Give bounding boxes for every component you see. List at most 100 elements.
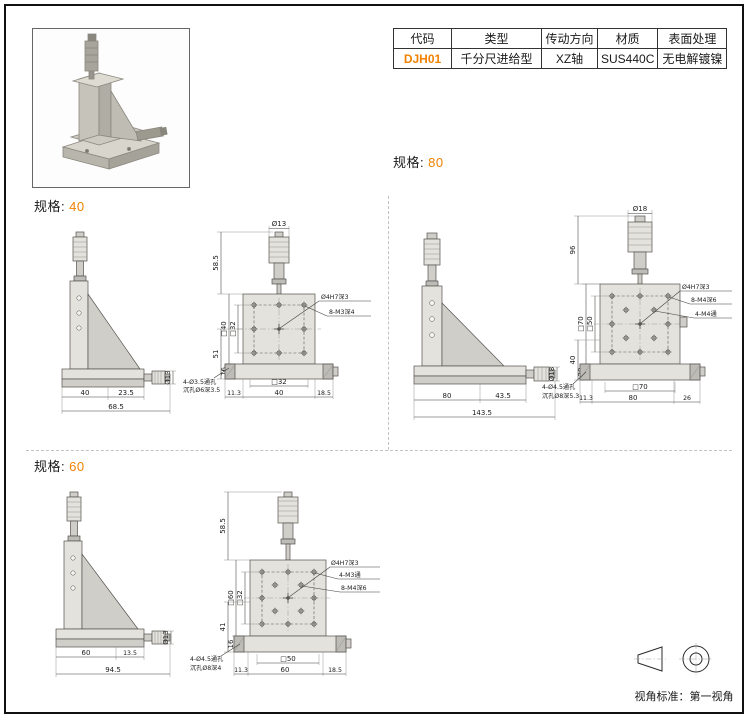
hole-callout: Ø4H7深3	[321, 293, 349, 301]
spec-table-data-row: DJH01 千分尺进给型 XZ轴 SUS440C 无电解镀镍	[393, 48, 728, 69]
dims-bottom: 60 13.5 94.5	[55, 641, 171, 677]
counterbore-note: 4-Ø4.5通孔 沉孔Ø8深5.3	[542, 371, 587, 400]
dim-label: 58.5	[212, 255, 220, 271]
dim-label: 11.3	[227, 390, 241, 397]
horizontal-micrometer	[143, 370, 171, 385]
dim-micrometer-height: 58.5	[212, 231, 273, 295]
projection-symbols	[634, 643, 713, 675]
front-view-60-drawing: 58.5 Ø4H7深3 4-M3通 8-M4深6	[190, 491, 380, 676]
spec-table: 代码 类型 传动方向 材质 表面处理 DJH01 千分尺进给型 XZ轴 SUS4…	[393, 28, 728, 69]
dim-label: 13.5	[123, 650, 137, 657]
dim-micrometer-height: 58.5	[219, 491, 282, 561]
note-line-2: 沉孔Ø6深3.5	[183, 386, 220, 394]
note-line-2: 沉孔Ø8深5.3	[542, 392, 579, 400]
col-code: 代码	[393, 28, 452, 49]
base-stage	[55, 628, 145, 648]
note-line-2: 沉孔Ø8深4	[190, 664, 221, 672]
base-stage	[61, 368, 145, 388]
side-view-60-drawing: Ø13 60 13.5 94.5	[55, 491, 174, 677]
hole-callout: 8-M4深6	[341, 584, 367, 592]
vertical-plate	[69, 280, 89, 370]
hole-callout: 4-M4通	[695, 310, 717, 318]
front-view-40-drawing: Ø13 58.5	[183, 220, 371, 399]
photo-horizontal-micrometer	[135, 126, 168, 141]
spec-size-value: 80	[428, 155, 444, 170]
hole-callout: Ø4H7深3	[331, 559, 359, 567]
dim-label: 94.5	[105, 666, 121, 674]
first-angle-circles-icon	[679, 643, 713, 675]
base-rail	[233, 635, 352, 653]
dim-label: 43.5	[495, 392, 511, 400]
spec-size-value: 60	[69, 459, 85, 474]
dim-label: 11.3	[579, 395, 593, 402]
stage-body	[244, 559, 332, 637]
spec-label-text: 规格:	[34, 459, 66, 474]
col-direction: 传动方向	[541, 28, 598, 49]
spec-size-value: 40	[69, 199, 85, 214]
leader-through-holes: 4-M3通	[314, 571, 380, 580]
dim-label: 143.5	[472, 409, 492, 417]
leader-thread-holes: 8-M4深6	[668, 296, 732, 305]
dims-bottom: □50 11.3 60 18.5	[233, 652, 347, 676]
dim-label: 80	[443, 392, 452, 400]
side-view-40-drawing: Ø13 40 23.5 68.5	[61, 231, 176, 414]
side-view-80-drawing: Ø18 80 43.5 143.5	[413, 232, 560, 420]
vertical-micrometer	[277, 491, 299, 561]
dim-label: 41	[219, 623, 227, 632]
dims-bottom: 80 43.5 143.5	[413, 378, 556, 420]
vertical-plate	[421, 285, 443, 367]
counterbore-note: 4-Ø4.5通孔 沉孔Ø8深4	[190, 643, 241, 672]
leader-center-hole: Ø4H7深3	[288, 559, 380, 598]
vertical-micrometer	[268, 231, 290, 295]
dim-label: 60	[82, 649, 91, 657]
leader-center-hole: Ø4H7深3	[279, 293, 371, 329]
note-line-1: 4-Ø4.5通孔	[542, 383, 575, 391]
dim-label: 80	[629, 394, 638, 402]
dim-label: Ø13	[164, 370, 172, 384]
hole-callout: 8-M3深4	[329, 308, 355, 316]
dim-knob-diameter: Ø18	[548, 366, 560, 382]
dim-label: 40	[81, 389, 90, 397]
datasheet-page: 代码 类型 传动方向 材质 表面处理 DJH01 千分尺进给型 XZ轴 SUS4…	[4, 4, 744, 714]
dim-knob-diameter: Ø13	[164, 370, 176, 385]
spec-label-text: 规格:	[393, 155, 425, 170]
dim-top-diameter: Ø13	[268, 220, 290, 237]
dims-bottom: □32 11.3 40 18.5	[224, 378, 334, 399]
value-material: SUS440C	[596, 48, 659, 69]
col-type: 类型	[451, 28, 542, 49]
dim-label: □50	[280, 655, 296, 663]
base-rail	[224, 363, 339, 380]
dim-label: 23.5	[118, 389, 134, 397]
base-rail	[579, 363, 706, 381]
dim-label: Ø13	[272, 220, 286, 228]
dim-label: 96	[569, 245, 577, 254]
dim-label: Ø18	[633, 205, 647, 213]
section-label-80: 规格:80	[393, 152, 444, 171]
stage-body	[237, 293, 321, 365]
dim-label: 40	[569, 356, 577, 365]
dim-knob-diameter: Ø13	[162, 630, 174, 645]
leader-thread-holes: 8-M4深6	[301, 584, 380, 593]
dim-label: 18.5	[328, 667, 342, 674]
value-type: 千分尺进给型	[451, 48, 542, 69]
first-angle-cone-icon	[634, 646, 666, 672]
col-material: 材质	[596, 28, 659, 49]
product-photo-illustration	[61, 33, 168, 170]
dim-label: □32	[271, 378, 287, 386]
dim-label: □32	[236, 590, 244, 606]
dim-label: Ø13	[162, 630, 170, 644]
vertical-micrometer	[66, 491, 82, 542]
dim-label: 26	[683, 395, 691, 402]
vertical-micrometer	[627, 215, 653, 285]
dim-label: □60	[227, 590, 235, 606]
counterbore-note: 4-Ø3.5通孔 沉孔Ø6深3.5	[183, 367, 230, 394]
dim-label: 11.3	[234, 667, 248, 674]
support-web	[87, 292, 141, 370]
hole-callout: 8-M4深6	[691, 296, 717, 304]
section-divider-horizontal	[26, 450, 732, 451]
vertical-micrometer	[423, 232, 441, 287]
support-web	[81, 552, 139, 630]
dim-label: Ø18	[548, 367, 556, 381]
dims-bottom: □70 11.3 80 26	[579, 380, 701, 404]
hole-callout: Ø4H7深3	[682, 283, 710, 291]
